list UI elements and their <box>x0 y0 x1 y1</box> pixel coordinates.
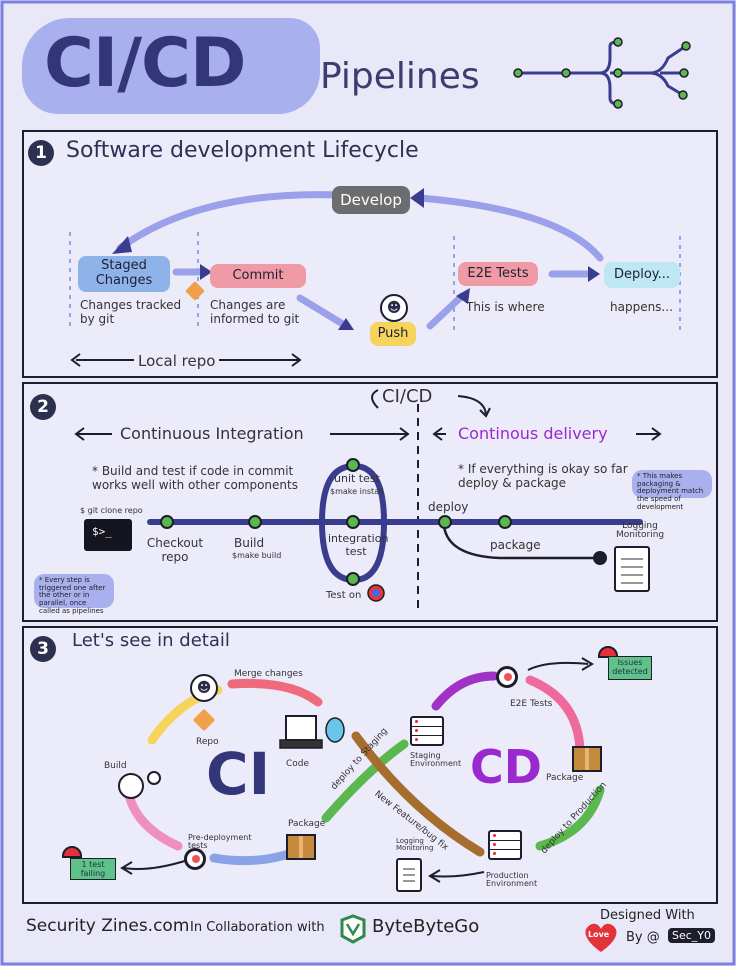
test-on-label: Test on <box>326 590 362 601</box>
designed-with-label: Designed With <box>600 908 695 923</box>
footer-partner: ByteByteGo <box>372 916 480 937</box>
code-label: Code <box>286 759 310 769</box>
changes-informed-label: Changes are informed to git <box>210 298 300 326</box>
ci-description: * Build and test if code in commit works… <box>92 464 298 492</box>
section-2-number: 2 <box>30 394 56 420</box>
logging-label-s3: Logging Monitoring <box>396 837 434 853</box>
pipeline-tree-nodes <box>513 37 691 109</box>
commit-node: Commit <box>210 264 306 288</box>
integration-check-icon <box>346 515 360 529</box>
test-failing-badge: 1 test failing <box>70 858 116 880</box>
continuous-integration-label: Continuous Integration <box>120 424 304 443</box>
logging-label-s2: Logging Monitoring <box>616 521 665 541</box>
footer-collab: In Collaboration with <box>190 920 325 935</box>
make-install-label: $make install <box>330 487 384 496</box>
github-icon: ☻ <box>380 294 408 322</box>
love-label: Love <box>588 930 610 939</box>
test-on-check-icon <box>346 572 360 586</box>
section-3-number: 3 <box>30 636 56 662</box>
author-handle: Sec_Y0 <box>668 928 716 943</box>
this-is-where-label: This is where <box>466 300 545 314</box>
make-build-label: $make build <box>232 551 282 560</box>
repo-label: Repo <box>196 737 219 747</box>
package-check-icon <box>498 515 512 529</box>
continuous-delivery-label: Continous delivery <box>458 424 608 443</box>
page-subtitle: Pipelines <box>320 56 480 97</box>
package-left-label: Package <box>288 819 326 829</box>
by-label: By @ <box>626 930 660 945</box>
issues-detected-badge: Issues detected <box>608 656 652 680</box>
section-1-title: Software development Lifecycle <box>66 138 419 163</box>
changes-tracked-label: Changes tracked by git <box>80 298 182 326</box>
cd-big-label: CD <box>470 740 542 794</box>
title-highlight <box>22 18 320 114</box>
clipboard-icon <box>614 546 650 592</box>
build-check-icon <box>248 515 262 529</box>
deploy-node: Deploy... <box>604 262 680 288</box>
deploy-check-icon <box>438 515 452 529</box>
footer-brand: Security Zines.com <box>26 916 190 936</box>
magnifier-icon-e2e <box>496 666 518 688</box>
section-3-title: Let's see in detail <box>72 630 230 651</box>
e2e-tests-label-s3: E2E Tests <box>510 699 553 709</box>
section-3-box <box>22 626 718 904</box>
clipboard-icon-s3 <box>396 858 422 892</box>
production-server-icon <box>488 830 522 860</box>
package-label: package <box>490 538 541 552</box>
unit-test-label: unit test <box>334 472 380 485</box>
magnifier-icon-pre <box>184 848 206 870</box>
unit-test-check-icon <box>346 458 360 472</box>
alert-siren-icon-left <box>62 846 82 858</box>
package-icon-left <box>286 834 316 860</box>
github-icon-s3: ☻ <box>190 674 218 702</box>
section-1-number: 1 <box>28 140 54 166</box>
local-repo-label: Local repo <box>134 352 220 370</box>
deploy-label: deploy <box>428 500 469 514</box>
package-right-label: Package <box>546 773 584 783</box>
cd-description: * If everything is okay so far deploy & … <box>458 462 628 490</box>
cicd-label: CI/CD <box>382 386 433 407</box>
e2e-tests-node: E2E Tests <box>458 262 538 286</box>
checkout-check-icon <box>160 515 174 529</box>
staging-env-label: Staging Environment <box>410 751 462 769</box>
staged-changes-node: Staged Changes <box>78 256 170 292</box>
bytebytego-logo-icon <box>340 914 366 944</box>
checkout-label: Checkout repo <box>146 536 204 564</box>
integration-test-label: integration test <box>328 532 389 558</box>
ci-big-label: CI <box>206 740 271 808</box>
git-clone-label: $ git clone repo <box>80 506 143 515</box>
build-label: Build <box>234 536 265 550</box>
terminal-icon: $>_ <box>84 519 132 551</box>
pipeline-step-note: * Every step is triggered one after the … <box>34 574 114 615</box>
staging-server-icon <box>410 716 444 746</box>
pipeline-tree-icon <box>518 40 687 106</box>
build-label-s3: Build <box>104 761 127 771</box>
production-env-label: Production Environment <box>486 871 538 889</box>
merge-changes-label: Merge changes <box>234 669 303 679</box>
pre-deployment-label: Pre-deployment tests <box>188 833 252 851</box>
push-node: Push <box>370 322 416 346</box>
cd-note: * This makes packaging & deployment matc… <box>632 470 712 511</box>
develop-node: Develop <box>332 186 410 214</box>
section-2-box <box>22 382 718 622</box>
page-title: CI/CD <box>44 24 246 103</box>
package-icon-right <box>572 746 602 772</box>
heart-icon <box>585 923 617 952</box>
happens-label: happens... <box>610 300 673 314</box>
